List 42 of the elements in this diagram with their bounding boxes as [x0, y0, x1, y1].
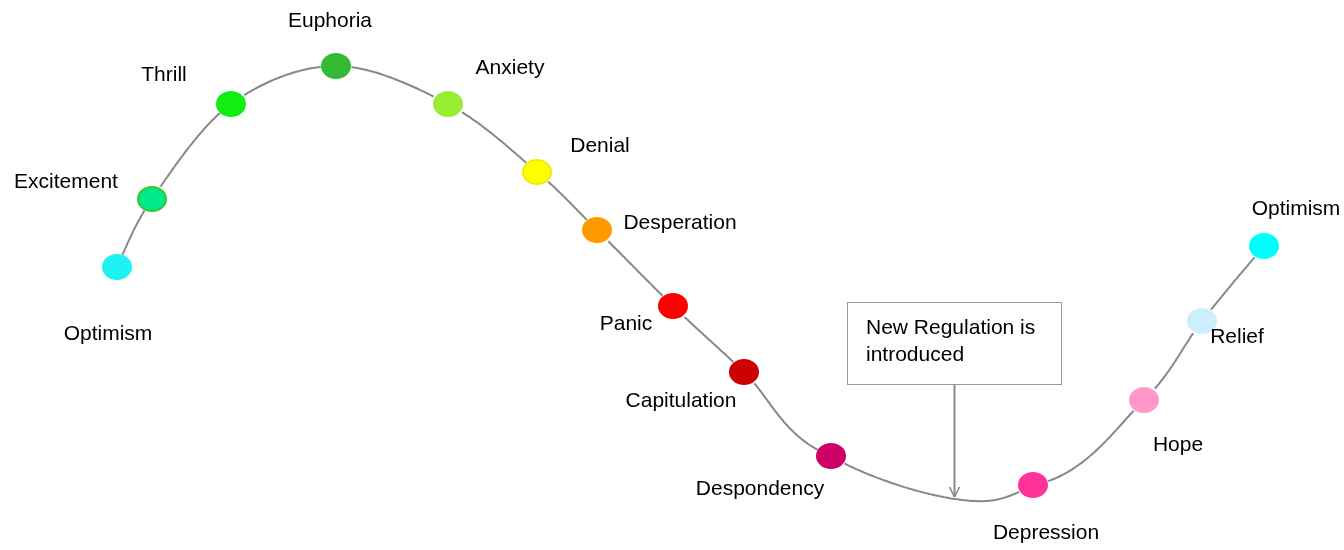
- stage-label: Thrill: [141, 62, 187, 86]
- curve-line: [753, 382, 819, 451]
- curve-line: [607, 240, 664, 297]
- dot-marker: [321, 53, 351, 79]
- callout-box: New Regulation is introduced: [847, 302, 1062, 385]
- dot-marker: [433, 91, 463, 117]
- stage-label: Excitement: [14, 169, 118, 193]
- curve-line: [350, 66, 435, 98]
- stage-label: Hope: [1152, 432, 1204, 456]
- stage-label: Despondency: [695, 476, 825, 500]
- stage-label: Euphoria: [287, 8, 373, 32]
- dot-marker: [658, 293, 688, 319]
- dot-marker: [102, 254, 132, 280]
- curve-line: [547, 180, 588, 221]
- dot-marker: [522, 159, 552, 185]
- curve-line: [683, 315, 735, 363]
- stage-label: Relief: [1210, 324, 1264, 348]
- curve-line: [1210, 256, 1256, 311]
- curve-line: [1153, 332, 1195, 390]
- dot-marker: [216, 91, 246, 117]
- dot-marker: [137, 186, 167, 212]
- stage-label: Optimism: [63, 321, 153, 345]
- stage-label: Depression: [992, 520, 1100, 544]
- dot-marker: [729, 359, 759, 385]
- curve-line: [1047, 409, 1135, 483]
- curve-line: [243, 65, 322, 97]
- arrow: [948, 384, 961, 498]
- stage-label: Desperation: [623, 210, 737, 234]
- curve-line: [159, 111, 221, 188]
- stage-label: Denial: [570, 133, 630, 157]
- curve-line: [460, 111, 528, 164]
- dot-marker: [816, 443, 846, 469]
- dot-marker: [1018, 472, 1048, 498]
- stage-label: Panic: [599, 311, 653, 335]
- curve-line: [121, 209, 146, 256]
- stage-label: Anxiety: [475, 55, 545, 79]
- dot-marker: [582, 217, 612, 243]
- dot-marker: [1249, 233, 1279, 259]
- stage-label: Optimism: [1251, 196, 1341, 220]
- curve-line: [843, 462, 1021, 503]
- dot-marker: [1129, 387, 1159, 413]
- stage-label: Capitulation: [625, 388, 737, 412]
